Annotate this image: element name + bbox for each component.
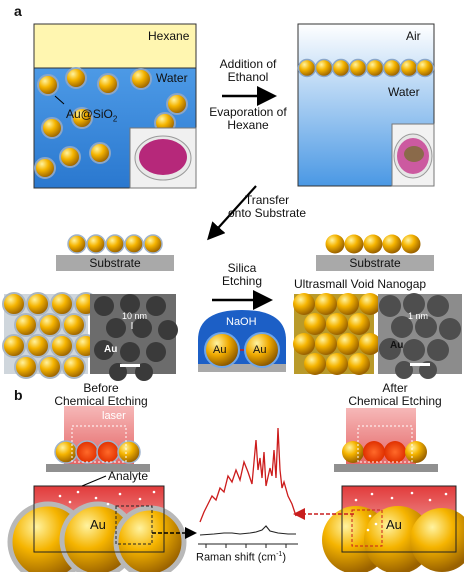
after-zoom-box <box>322 485 464 572</box>
left-vial <box>33 23 197 189</box>
substrate-after-etch <box>316 234 434 271</box>
spectrum-after-etching <box>199 427 297 523</box>
etching-schematic <box>198 310 286 372</box>
dispersed-particles <box>34 67 188 179</box>
au-label-schematic-1: Au <box>213 344 227 356</box>
right-dish-photo <box>391 123 435 187</box>
after-setup <box>334 408 438 472</box>
analyte-label: Analyte <box>108 469 149 483</box>
packing-after <box>293 293 381 375</box>
void-nanogap-title: Ultrasmall Void Nanogap <box>294 277 427 291</box>
transfer-arrow <box>207 185 257 241</box>
sem-image-before <box>90 294 178 381</box>
laser-label: laser <box>102 410 126 422</box>
substrate-before-etch <box>56 234 174 271</box>
packing-before <box>2 292 98 379</box>
water-label-right: Water <box>388 85 420 99</box>
analyte-pointer <box>81 475 107 487</box>
au-label-after: Au <box>386 517 402 532</box>
panel-letter-b: b <box>14 387 23 403</box>
water-label-left: Water <box>156 71 188 85</box>
substrate-label-left: Substrate <box>89 256 141 270</box>
raman-xlabel: Raman shift (cm-1) <box>196 551 286 564</box>
sem-au-label-left: Au <box>104 344 118 355</box>
interface-monolayer <box>297 58 435 78</box>
raman-spectrum <box>198 427 298 548</box>
right-vial <box>297 23 435 187</box>
sem-au-label-right: Au <box>390 340 404 351</box>
sem-image-after <box>378 293 462 379</box>
scale-label-right: 1 nm <box>408 311 429 321</box>
before-setup <box>46 406 150 472</box>
before-zoom-box <box>7 485 187 572</box>
panel-letter-a: a <box>14 3 22 19</box>
scale-label-left: 10 nm <box>122 311 148 321</box>
left-dish-photo <box>129 127 197 189</box>
spectrum-before-etching <box>199 525 296 536</box>
air-label: Air <box>406 29 421 43</box>
naoh-label: NaOH <box>226 316 257 328</box>
substrate-label-right: Substrate <box>349 256 401 270</box>
particle-label: Au@SiO2 <box>66 107 118 124</box>
au-label-schematic-2: Au <box>253 344 267 356</box>
hexane-label: Hexane <box>148 29 190 43</box>
au-label-before: Au <box>90 517 106 532</box>
